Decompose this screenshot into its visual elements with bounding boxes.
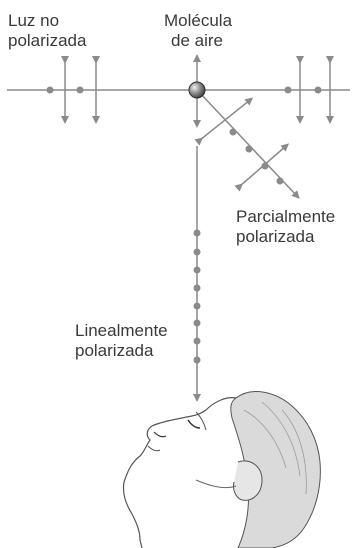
- unpolarized-light-left: [46, 56, 100, 124]
- unpolarized-label-line2: polarizada: [8, 31, 87, 50]
- vertical-dot-5: [193, 302, 201, 310]
- observer-jaw: [195, 479, 237, 489]
- molecule-label-line2: de aire: [171, 31, 223, 50]
- partial-label-line2: polarizada: [236, 227, 315, 246]
- partially-polarized-beam: [194, 91, 300, 199]
- linearly-polarized-beam: [193, 146, 201, 402]
- hair-strand-2: [261, 401, 301, 477]
- observer-head-illustration: [122, 391, 321, 548]
- vertical-dot-6: [193, 319, 201, 327]
- linear-label-line2: polarizada: [75, 341, 154, 360]
- dot-right-1: [284, 86, 292, 94]
- observer-face-profile: [122, 397, 237, 548]
- hair-strand-1: [243, 409, 287, 469]
- partially-polarized-label: Parcialmente polarizada: [236, 207, 335, 247]
- hair-strand-3: [281, 409, 307, 495]
- observer-ear: [233, 460, 263, 501]
- partial-label-line1: Parcialmente: [236, 207, 336, 226]
- observer-mouth: [147, 445, 161, 452]
- diagonal-dot-4: [276, 177, 284, 185]
- vertical-dot-7: [193, 337, 201, 345]
- vertical-dot-8: [193, 356, 201, 364]
- observer-eyebrow: [195, 411, 207, 431]
- air-molecule-label: Molécula de aire: [164, 11, 233, 51]
- diagonal-cross-arrow-1: [194, 97, 254, 146]
- molecule-label-line1: Molécula: [164, 11, 233, 30]
- vertical-dot-2: [193, 248, 201, 256]
- air-molecule: [188, 81, 206, 99]
- vertical-dot-1: [193, 229, 201, 237]
- vertical-dot-3: [193, 266, 201, 274]
- dot-left-1: [46, 86, 54, 94]
- linearly-polarized-label: Linealmente polarizada: [75, 321, 168, 361]
- observer-eye: [187, 419, 201, 429]
- unpolarized-light-right: [284, 56, 334, 124]
- vertical-dot-4: [193, 284, 201, 292]
- diagonal-dot-3: [261, 162, 269, 170]
- dot-left-2: [76, 86, 84, 94]
- dot-right-2: [314, 86, 322, 94]
- unpolarized-light-label: Luz no polarizada: [8, 11, 86, 51]
- diagonal-dot-2: [245, 145, 253, 153]
- linear-label-line1: Linealmente: [75, 321, 168, 340]
- diagonal-dot-1: [229, 128, 237, 136]
- observer-hair: [230, 391, 321, 548]
- observer-nostril: [153, 431, 167, 438]
- unpolarized-label-line1: Luz no: [8, 11, 60, 30]
